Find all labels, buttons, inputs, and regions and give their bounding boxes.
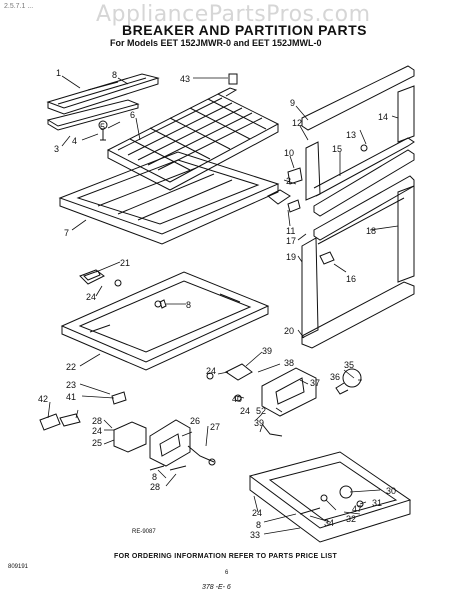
breaker-strip-top	[46, 73, 160, 131]
callout-39: 39	[262, 346, 272, 356]
damper-control-parts	[267, 144, 368, 265]
callout-labels: 1 8 3 4 5 6 7 43 9 12 10 2 11 13 14 15 1…	[38, 68, 396, 540]
control-panel	[248, 451, 412, 543]
callout-21: 21	[120, 258, 130, 268]
callout-leader-lines	[47, 75, 399, 535]
callout-30: 30	[386, 486, 396, 496]
callout-24c: 24	[206, 366, 216, 376]
callout-35: 35	[344, 360, 354, 370]
callout-10: 10	[284, 148, 294, 158]
callout-8d: 8	[256, 520, 261, 530]
callout-33: 33	[250, 530, 260, 540]
callout-26: 26	[190, 416, 200, 426]
callout-27: 27	[210, 422, 220, 432]
screw-part-4	[98, 120, 108, 141]
thermostat-assembly	[113, 419, 216, 471]
callout-24e: 24	[252, 508, 262, 518]
callout-47: 47	[352, 504, 362, 514]
callout-40: 39	[254, 418, 264, 428]
callout-17: 17	[286, 236, 296, 246]
left-code: 809191	[8, 564, 29, 570]
callout-34: 34	[324, 518, 334, 528]
control-housing	[206, 363, 317, 437]
screw-parts-8-23	[111, 299, 167, 405]
callout-24a: 24	[86, 292, 96, 302]
shelf-grille	[106, 87, 280, 191]
callout-2: 2	[286, 176, 291, 186]
light-bulb	[335, 368, 362, 395]
callout-8b: 8	[186, 300, 191, 310]
cap-part-45	[228, 73, 238, 85]
callout-28a: 28	[92, 416, 102, 426]
callout-37: 37	[310, 378, 320, 388]
callout-8c: 8	[152, 472, 157, 482]
bracket-part-21	[79, 269, 105, 285]
callout-15: 15	[332, 144, 342, 154]
callout-22: 22	[66, 362, 76, 372]
callout-45: 43	[180, 74, 190, 84]
callout-24d: 24	[240, 406, 250, 416]
callout-5: 5	[100, 122, 105, 132]
callout-32: 32	[346, 514, 356, 524]
callout-31: 31	[372, 498, 382, 508]
callout-25: 25	[92, 438, 102, 448]
callout-19: 19	[286, 252, 296, 262]
diagram-title: BREAKER AND PARTITION PARTS	[122, 22, 368, 38]
callout-43: 42	[38, 394, 48, 404]
callout-1: 1	[56, 68, 61, 78]
callout-11: 11	[286, 226, 295, 236]
vertical-breaker-channels	[301, 65, 415, 349]
callout-52: 52	[256, 406, 266, 416]
callout-4: 4	[72, 136, 77, 146]
reference-number: RE-9087	[132, 529, 156, 535]
callout-14: 14	[378, 112, 388, 122]
callout-36: 36	[330, 372, 340, 382]
support-frame	[58, 151, 280, 245]
page-mark: 6	[225, 570, 229, 576]
callout-23: 23	[66, 380, 76, 390]
callout-12: 12	[292, 118, 302, 128]
partition-pan	[60, 271, 270, 371]
switch-part-42-43	[39, 413, 81, 431]
callout-13: 13	[346, 130, 356, 140]
bottom-stamp: 378 -E- 6	[202, 584, 231, 591]
callout-16: 16	[346, 274, 356, 284]
corner-code: 2.5.7.1 ...	[4, 3, 34, 10]
callout-3: 3	[54, 144, 59, 154]
watermark: AppliancePartsPros.com	[96, 2, 371, 27]
callout-41: 40	[232, 394, 242, 404]
callout-6: 6	[130, 110, 135, 120]
diagram-subtitle: For Models EET 152JMWR-0 and EET 152JMWL…	[110, 38, 322, 48]
callout-9: 9	[290, 98, 295, 108]
callout-20: 20	[284, 326, 294, 336]
callout-7: 7	[64, 228, 69, 238]
callout-24b: 24	[92, 426, 102, 436]
callout-18: 18	[366, 226, 376, 236]
callout-8: 8	[112, 70, 117, 80]
callout-42: 41	[66, 392, 76, 402]
ordering-note: FOR ORDERING INFORMATION REFER TO PARTS …	[114, 553, 338, 560]
callout-38: 38	[284, 358, 294, 368]
callout-28b: 28	[150, 482, 160, 492]
